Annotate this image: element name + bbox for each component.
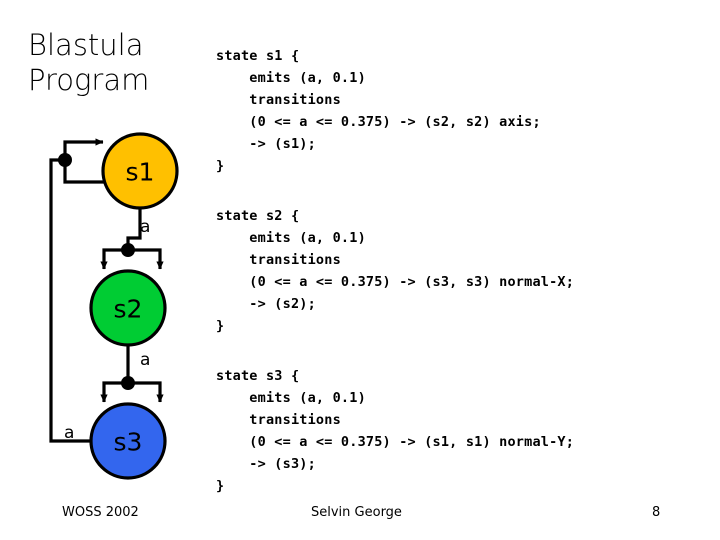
state-node-s2[interactable]: s2 — [89, 269, 167, 347]
edge-label-a-s2-s3: a — [140, 350, 150, 370]
code-block-state-s1: state s1 { emits (a, 0.1) transitions (0… — [216, 48, 541, 174]
edge-fork-to-s2-left — [100, 248, 128, 270]
state-machine-diagram: s1 s2 s3 a a a — [0, 120, 210, 490]
slide-footer: WOSS 2002 Selvin George 8 — [0, 505, 720, 527]
state-node-s1[interactable]: s1 — [101, 132, 179, 210]
junction-dot-s1-s2-fork — [121, 243, 135, 257]
edge-fork-to-s2-right — [128, 248, 164, 270]
junction-dot-s2-s3-fork — [121, 376, 135, 390]
code-block-state-s2: state s2 { emits (a, 0.1) transitions (0… — [216, 208, 575, 334]
edge-label-a-s1-s2: a — [140, 217, 150, 237]
edge-s3-to-s1-feedback — [49, 158, 91, 443]
page-title: Blastula Program — [28, 28, 150, 97]
edge-label-a-feedback: a — [64, 423, 74, 443]
footer-author: Selvin George — [311, 505, 402, 520]
edge-fork-to-s3-right — [128, 381, 164, 403]
state-label-s1: s1 — [126, 158, 155, 187]
footer-page-number: 8 — [652, 505, 661, 520]
edge-fork-to-s3-left — [100, 381, 128, 403]
junction-dot-s1-selfloop — [58, 153, 72, 167]
code-block-state-s3: state s3 { emits (a, 0.1) transitions (0… — [216, 368, 575, 494]
footer-conference: WOSS 2002 — [62, 505, 139, 520]
state-circle-s3[interactable] — [89, 402, 167, 480]
state-circle-s1[interactable] — [101, 132, 179, 210]
state-circle-s2[interactable] — [89, 269, 167, 347]
state-node-s3[interactable]: s3 — [89, 402, 167, 480]
program-source-listing: state s1 { emits (a, 0.1) transitions (0… — [216, 45, 716, 497]
state-label-s3: s3 — [114, 428, 143, 457]
state-label-s2: s2 — [114, 295, 143, 324]
